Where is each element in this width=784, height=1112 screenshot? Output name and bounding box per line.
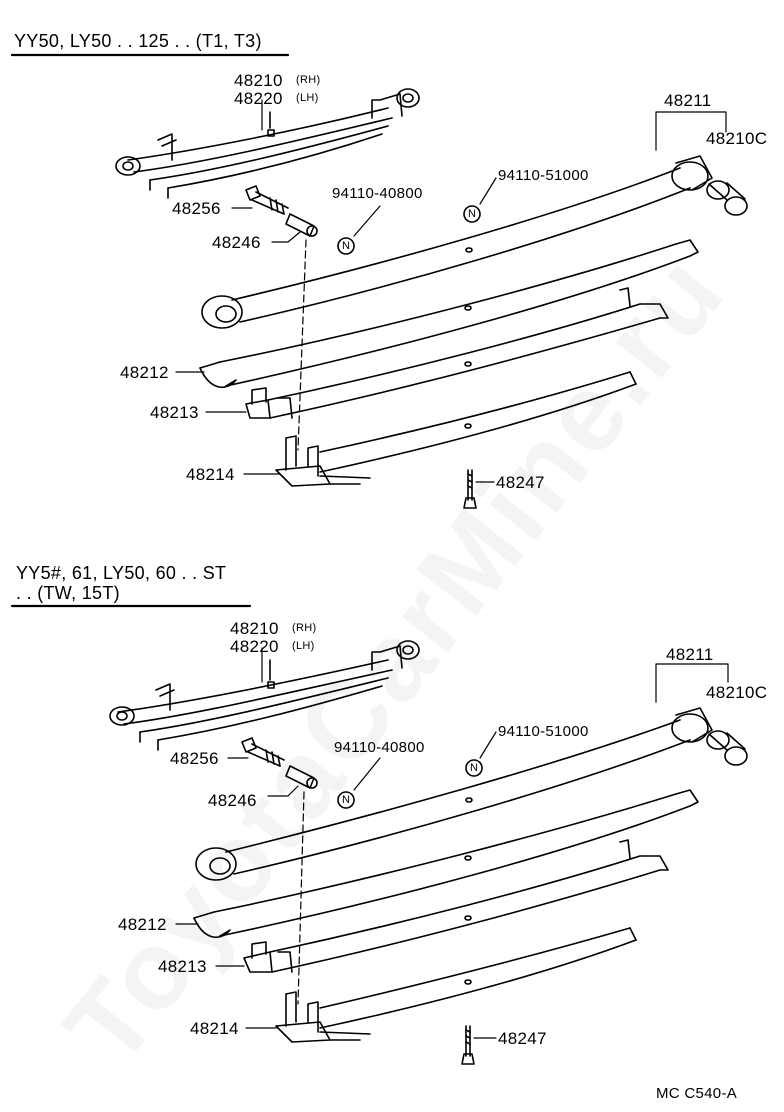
spring-assembly-icon: [109, 640, 420, 751]
part-48220: 48220: [234, 89, 283, 108]
part-48246: 48246: [212, 233, 261, 252]
main-leaf: [201, 155, 713, 329]
leaf-48212: [193, 789, 699, 939]
part-48213: 48213: [158, 957, 207, 976]
leaf-48214: [275, 371, 637, 487]
spring-assembly-icon: [115, 88, 420, 199]
part-48220: 48220: [230, 637, 279, 656]
part-48210: 48210: [230, 619, 279, 638]
n-mark-icon: N: [470, 762, 479, 774]
leaf-spring-diagram-bottom: [10, 604, 748, 1065]
section2-title-line1: YY5#, 61, LY50, 60 . . ST: [16, 563, 227, 583]
part-48213: 48213: [150, 403, 199, 422]
part-48210: 48210: [234, 71, 283, 90]
part-48212: 48212: [120, 363, 169, 382]
leaf-48212: [199, 239, 699, 389]
part-48211: 48211: [664, 91, 712, 110]
part-48246: 48246: [208, 791, 257, 810]
n-mark-icon: N: [342, 240, 351, 252]
section2-title-line2: . . (TW, 15T): [16, 583, 120, 603]
bolt-48247: [463, 469, 477, 509]
part-48256: 48256: [172, 199, 221, 218]
leaf-48213: [245, 287, 669, 419]
n-mark-icon: N: [342, 794, 351, 806]
spacer-nut: [285, 213, 318, 237]
part-48212: 48212: [118, 915, 167, 934]
leaf-48214: [275, 927, 637, 1043]
center-bolt: [245, 185, 289, 215]
part-94110-51000: 94110-51000: [498, 723, 589, 740]
part-48247: 48247: [498, 1029, 547, 1048]
part-48247: 48247: [496, 473, 545, 492]
leaf-spring-diagram-top: [10, 53, 748, 509]
leaf-48213: [243, 839, 669, 973]
figure-code: MC C540-A: [656, 1085, 738, 1102]
rh-note: (RH): [296, 74, 321, 86]
part-48211: 48211: [666, 645, 714, 664]
part-94110-40800: 94110-40800: [334, 739, 425, 756]
part-94110-51000: 94110-51000: [498, 167, 589, 184]
bushing: [706, 180, 748, 216]
part-48210c: 48210C: [706, 129, 768, 148]
part-94110-40800: 94110-40800: [332, 185, 423, 202]
part-48214: 48214: [186, 465, 235, 484]
rh-note: (RH): [292, 622, 317, 634]
lh-note: (LH): [296, 92, 319, 104]
bushing: [706, 730, 748, 766]
main-leaf: [195, 707, 713, 881]
n-mark-icon: N: [468, 208, 477, 220]
section1-title: YY50, LY50 . . 125 . . (T1, T3): [14, 31, 262, 51]
bolt-48247: [461, 1025, 475, 1065]
spacer-nut: [285, 765, 318, 789]
part-48210c: 48210C: [706, 683, 768, 702]
lh-note: (LH): [292, 640, 315, 652]
part-48256: 48256: [170, 749, 219, 768]
part-48214: 48214: [190, 1019, 239, 1038]
center-bolt: [241, 737, 285, 767]
